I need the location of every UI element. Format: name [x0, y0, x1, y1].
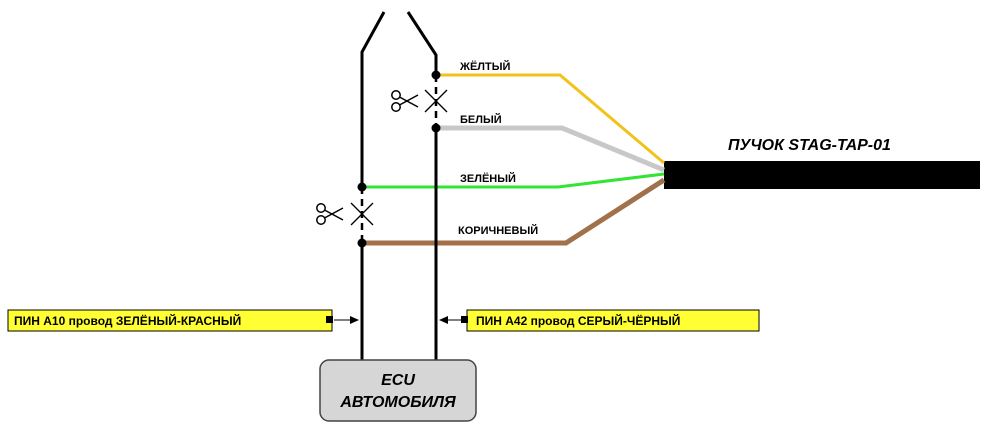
harness-bundle [664, 161, 980, 189]
pin-arrowhead-left [350, 316, 359, 324]
ecu-label-line1: ECU [381, 372, 415, 389]
wire-label-green: ЗЕЛЁНЫЙ [460, 172, 516, 185]
harness-title: ПУЧОК STAG-TAP-01 [728, 137, 891, 154]
ecu-wire-left-top [360, 11, 386, 187]
pin-label-right: ПИН A42 провод СЕРЫЙ-ЧЁРНЫЙ [476, 313, 680, 328]
junction-dot-green [357, 182, 367, 192]
ecu-box [319, 359, 477, 422]
ecu-wire-right-top [406, 11, 438, 75]
wire-green [362, 172, 665, 189]
pin-arrowhead-right [439, 316, 448, 324]
wire-label-white: БЕЛЫЙ [460, 113, 502, 126]
scissors-icon [316, 203, 344, 225]
scissors-icon [391, 90, 419, 112]
pin-marker-right [461, 316, 468, 323]
ecu-label-line2: АВТОМОБИЛЯ [339, 394, 456, 411]
wire-yellow [436, 73, 665, 165]
cut-mark-right [424, 89, 448, 113]
wire-label-yellow: ЖЁЛТЫЙ [459, 60, 511, 73]
cut-mark-left [350, 202, 374, 226]
wire-white [436, 125, 665, 173]
pin-marker-left [326, 316, 333, 323]
wire-label-brown: КОРИЧНЕВЫЙ [458, 224, 538, 237]
pin-label-left: ПИН A10 провод ЗЕЛЁНЫЙ-КРАСНЫЙ [14, 313, 241, 328]
junction-dot-brown [357, 238, 367, 248]
junction-dot-white [431, 123, 441, 133]
wire-brown [362, 177, 666, 246]
junction-dot-yellow [431, 70, 441, 80]
